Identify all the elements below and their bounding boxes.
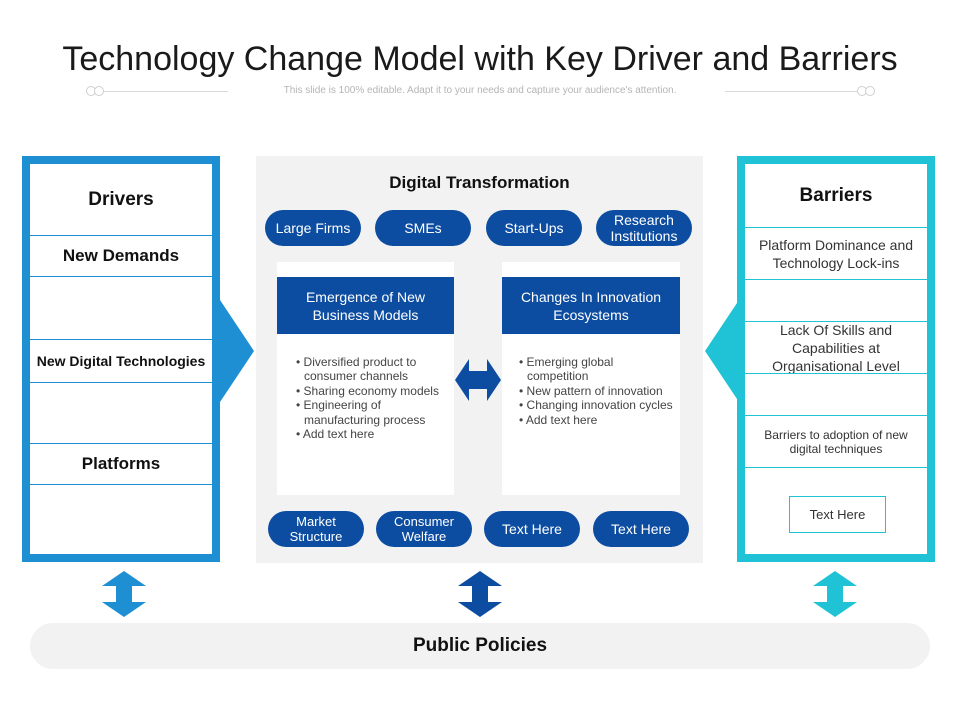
- pill-research-institutions: Research Institutions: [596, 210, 692, 246]
- driver-spacer: [30, 382, 212, 443]
- card-bullet-list: • Diversified product to consumer channe…: [296, 355, 446, 441]
- pill-smes: SMEs: [375, 210, 471, 246]
- driver-item-new-demands: New Demands: [30, 235, 212, 276]
- list-item: • Add text here: [296, 427, 375, 442]
- barrier-spacer: [745, 279, 927, 321]
- drivers-panel: [22, 156, 220, 562]
- drivers-title: Drivers: [30, 164, 212, 235]
- public-policies-bar: Public Policies: [30, 623, 930, 669]
- double-arrow-vertical-icon: [102, 571, 146, 617]
- driver-item-platforms: Platforms: [30, 443, 212, 484]
- card-heading: Emergence of New Business Models: [277, 277, 454, 334]
- driver-label: New Demands: [62, 246, 180, 265]
- pill-text-here: Text Here: [593, 511, 689, 547]
- center-title: Digital Transformation: [389, 173, 570, 192]
- barrier-item-platform-dominance: Platform Dominance and Technology Lock-i…: [745, 227, 927, 279]
- barriers-title: Barriers: [745, 164, 927, 227]
- barrier-text-box: Text Here: [789, 496, 886, 533]
- barrier-label: Barriers to adoption of new digital tech…: [764, 427, 908, 456]
- title-divider-right: [725, 91, 863, 92]
- list-item: • New pattern of innovation: [519, 383, 663, 398]
- barrier-spacer: [745, 373, 927, 415]
- list-item: • Engineering of manufacturing process: [296, 398, 426, 427]
- double-arrow-vertical-icon: [458, 571, 502, 617]
- driver-label: Platforms: [81, 454, 161, 473]
- page-title: Technology Change Model with Key Driver …: [62, 40, 898, 78]
- driver-spacer: [30, 276, 212, 339]
- barriers-panel: [737, 156, 935, 562]
- driver-arrow-icon: [220, 300, 254, 402]
- list-item: • Sharing economy models: [296, 383, 439, 398]
- driver-label: New Digital Technologies: [36, 353, 206, 369]
- double-arrow-vertical-icon: [813, 571, 857, 617]
- barrier-item-adoption: Barriers to adoption of new digital tech…: [745, 415, 927, 467]
- divider-ring-icon: [865, 86, 875, 96]
- list-item: • Changing innovation cycles: [519, 398, 673, 413]
- barrier-label: Platform Dominance and Technology Lock-i…: [758, 236, 914, 271]
- divider-ring-icon: [94, 86, 104, 96]
- title-divider-left: [96, 91, 228, 92]
- pill-market-structure: Market Structure: [268, 511, 364, 547]
- pill-large-firms: Large Firms: [265, 210, 361, 246]
- double-arrow-horizontal-icon: [455, 359, 501, 401]
- card-heading: Changes In Innovation Ecosystems: [502, 277, 680, 334]
- barrier-arrow-icon: [705, 300, 739, 402]
- list-item: • Diversified product to consumer channe…: [296, 355, 417, 384]
- driver-spacer: [30, 484, 212, 554]
- pill-consumer-welfare: Consumer Welfare: [376, 511, 472, 547]
- card-bullet-list: • Emerging global competition • New patt…: [519, 355, 674, 427]
- barriers-title-text: Barriers: [799, 184, 873, 206]
- list-item: • Emerging global competition: [519, 355, 614, 384]
- drivers-title-text: Drivers: [88, 188, 154, 210]
- barrier-item-lack-of-skills: Lack Of Skills and Capabilities at Organ…: [745, 321, 927, 374]
- page-subtitle: This slide is 100% editable. Adapt it to…: [283, 85, 677, 96]
- barrier-spacer: [745, 467, 927, 554]
- pill-text-here: Text Here: [484, 511, 580, 547]
- list-item: • Add text here: [519, 412, 598, 427]
- pill-start-ups: Start-Ups: [486, 210, 582, 246]
- driver-item-new-digital-technologies: New Digital Technologies: [30, 339, 212, 382]
- barrier-label: Lack Of Skills and Capabilities at Organ…: [772, 321, 900, 374]
